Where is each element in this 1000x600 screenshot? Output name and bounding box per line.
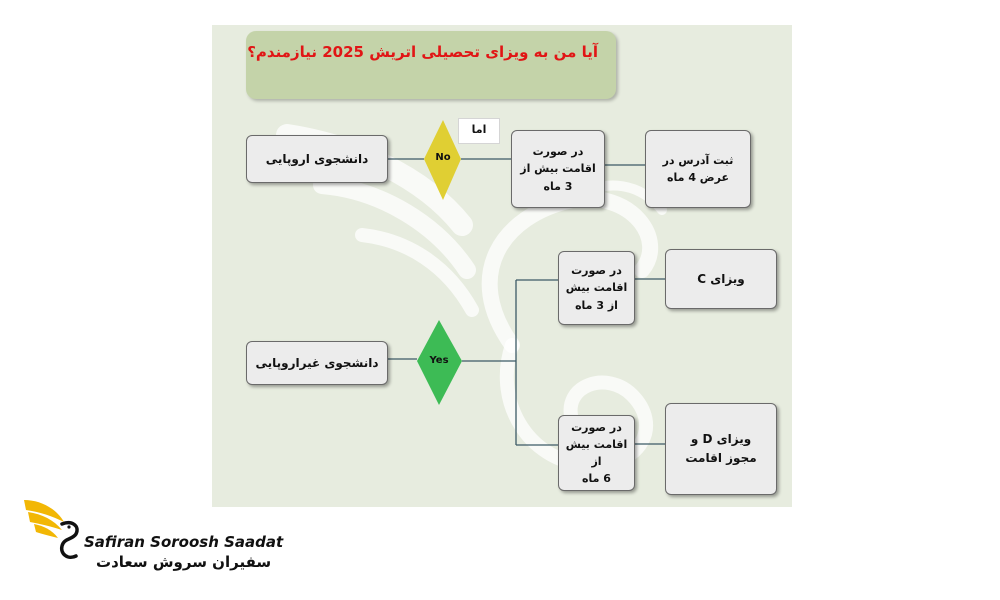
page-title: آیا من به ویزای تحصیلی اتریش 2025 نیازمن…: [247, 43, 598, 61]
european-student-box: دانشجوی اروپایی: [246, 135, 388, 183]
flowchart-panel: آیا من به ویزای تحصیلی اتریش 2025 نیازمن…: [212, 25, 792, 507]
decision-no-label: No: [435, 152, 451, 163]
visa-c-box: ویزای C: [665, 249, 777, 309]
decision-yes-diamond: [417, 320, 462, 405]
non-european-student-box: دانشجوی غیراروپایی: [246, 341, 388, 385]
visa-d-residence-box: ویزای D و مجوز اقامت: [665, 403, 777, 495]
bird-logo-icon: [24, 500, 79, 559]
brand-name-fa: سفیران سروش سعادت: [96, 553, 272, 571]
brand-name-en: Safiran Soroosh Saadat: [84, 533, 284, 551]
but-tag: اما: [458, 118, 500, 144]
flowchart-connectors: [386, 120, 665, 446]
decision-yes-label: Yes: [429, 355, 449, 366]
title-box: آیا من به ویزای تحصیلی اتریش 2025 نیازمن…: [246, 31, 616, 99]
stay-over-3-months-top-box: در صورت اقامت بیش از 3 ماه: [511, 130, 605, 208]
decision-no-diamond: [424, 120, 461, 200]
register-address-box: ثبت آدرس در عرض 4 ماه: [645, 130, 751, 208]
stay-over-6-months-box: در صورت اقامت بیش از 6 ماه: [558, 415, 635, 491]
stay-over-3-months-mid-box: در صورت اقامت بیش از 3 ماه: [558, 251, 635, 325]
